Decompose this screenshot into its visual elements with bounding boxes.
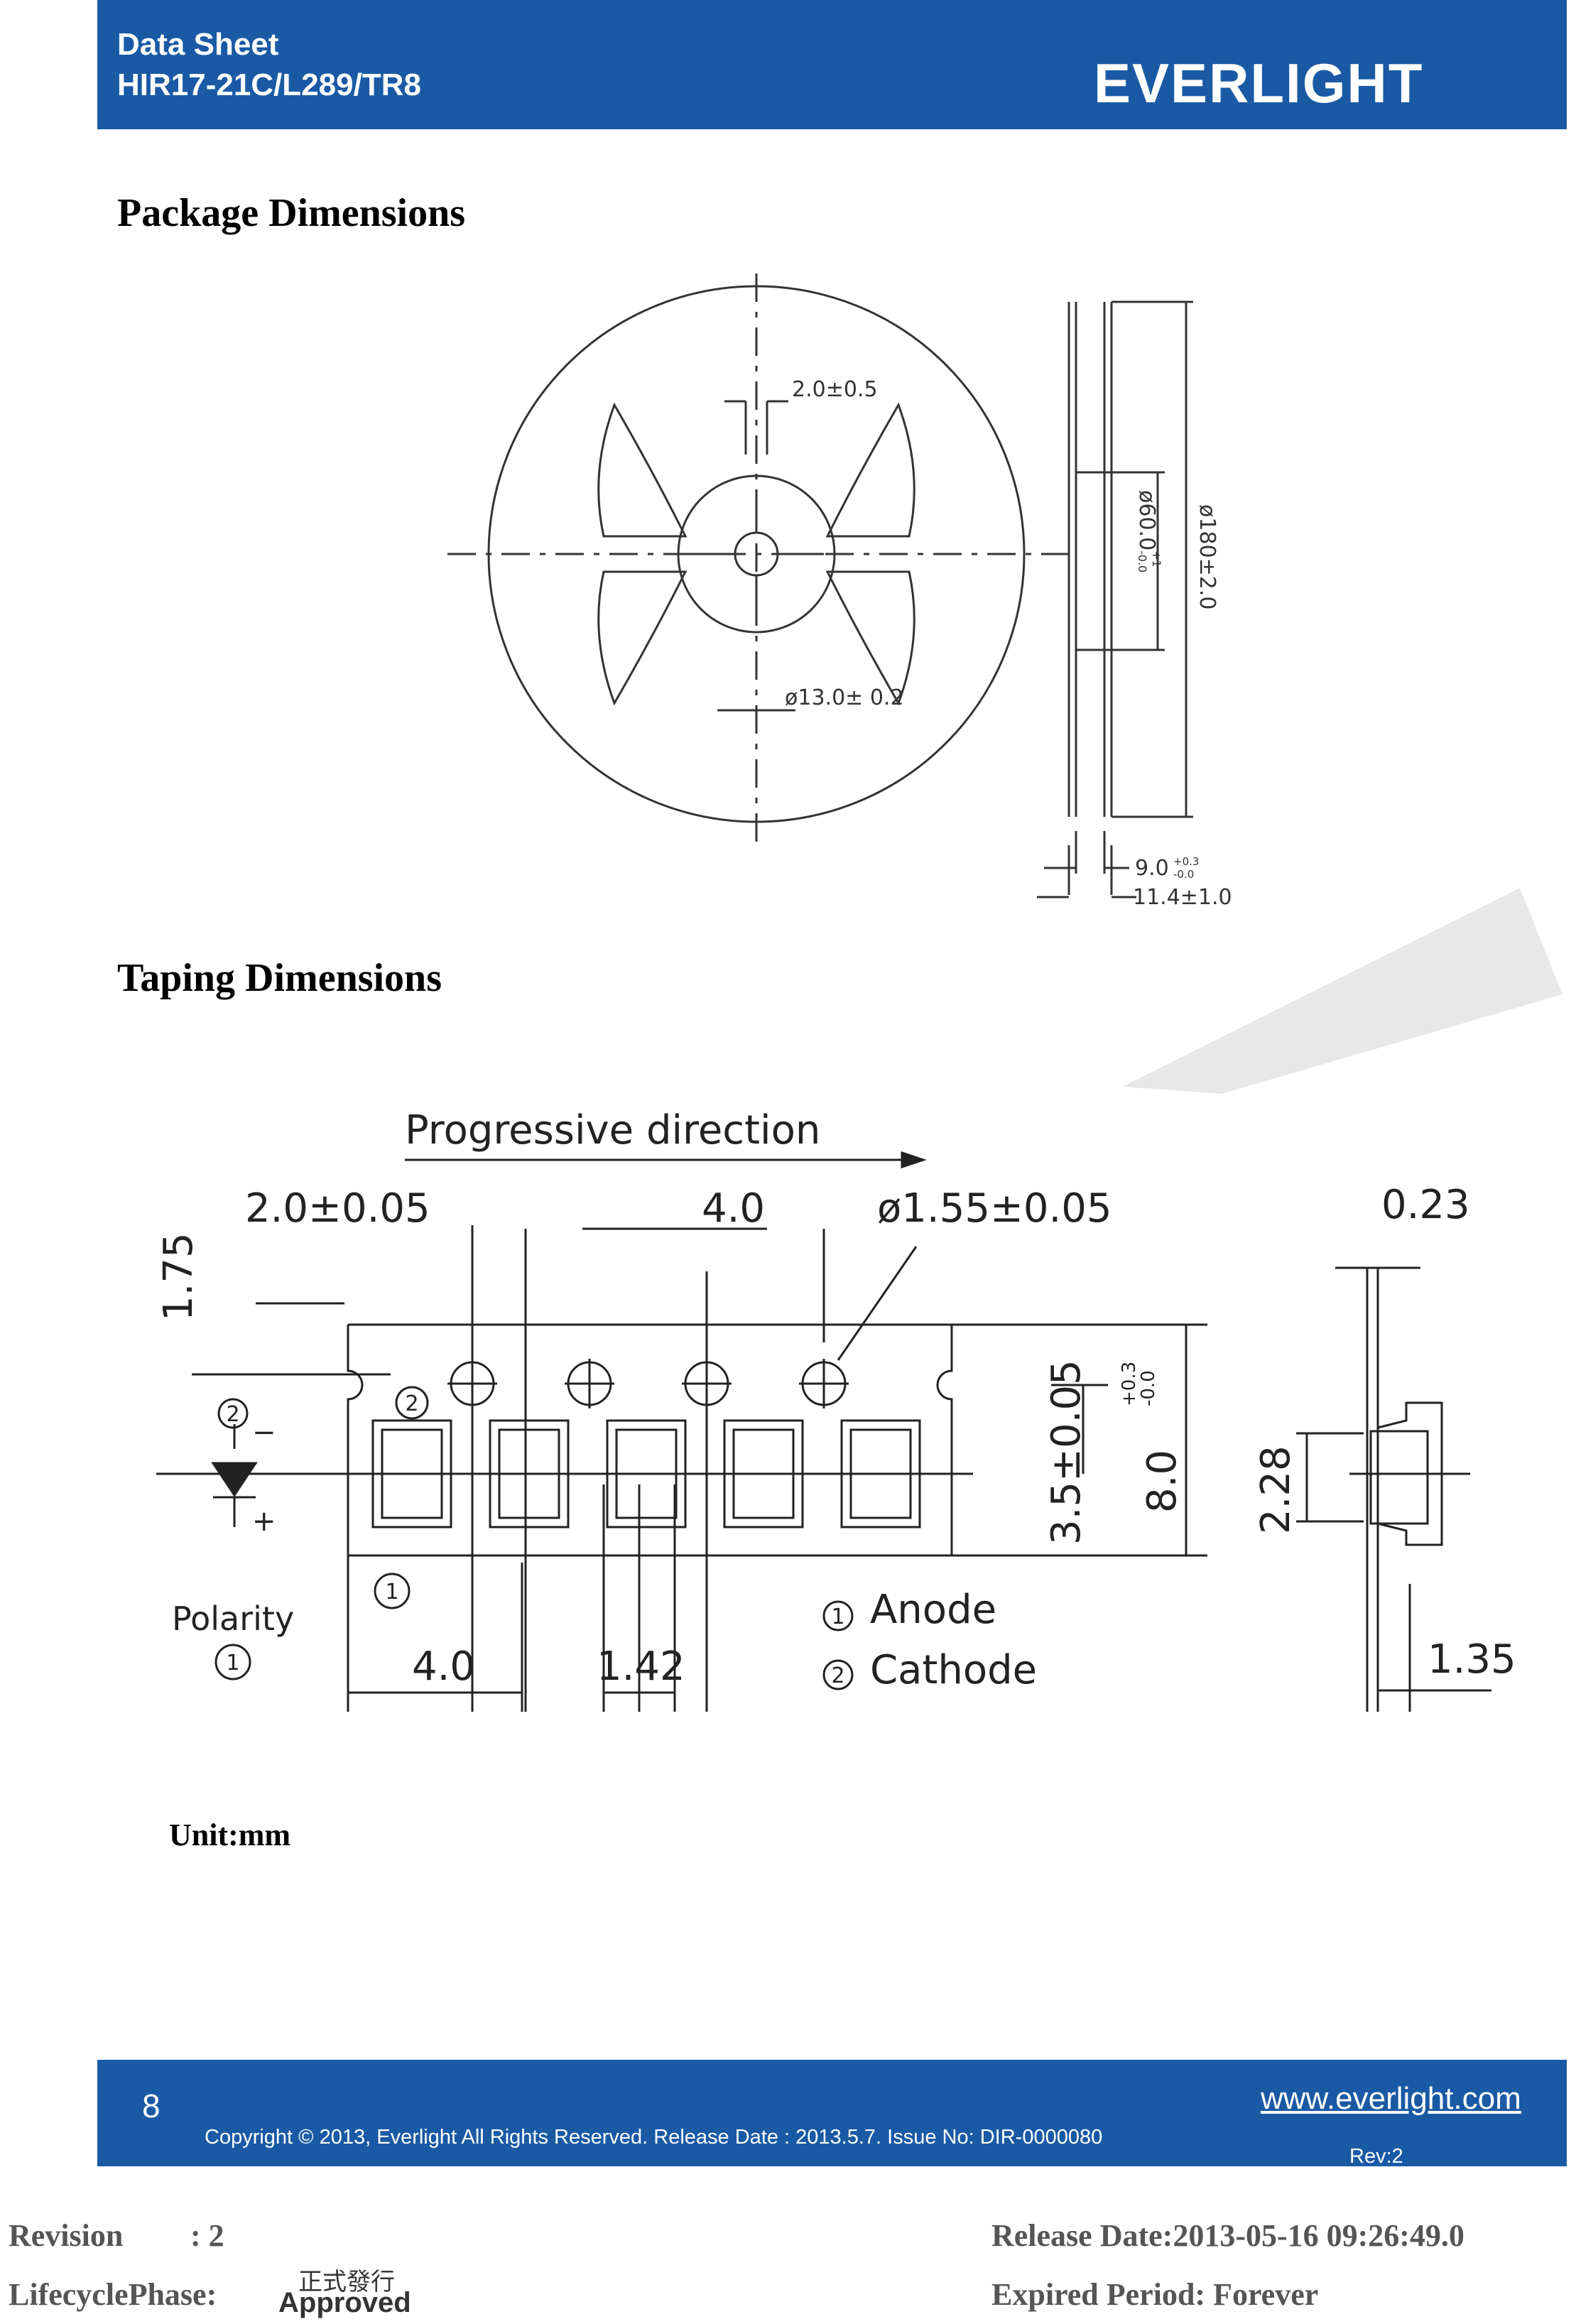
doc-type: Data Sheet (117, 27, 279, 62)
reel-window-top-left (597, 402, 688, 538)
copyright-text: Copyright © 2013, Everlight All Rights R… (205, 2126, 1103, 2149)
reel-width-outer: 11.4±1.0 (1133, 885, 1232, 910)
taping-dimensions-title: Taping Dimensions (117, 956, 442, 1000)
reel-hub-diameter: ø13.0± 0.2 (785, 685, 904, 710)
pocket-width: 1.42 (597, 1644, 685, 1690)
reel-window-bottom-left (597, 570, 688, 706)
marker-1-a: 1 (385, 1580, 398, 1604)
tape-thickness: 0.23 (1381, 1182, 1470, 1228)
lifecycle-label: LifecyclePhase: (9, 2277, 217, 2312)
expired-period: Expired Period: Forever (991, 2277, 1319, 2312)
plus-sign: + (252, 1505, 276, 1538)
page-number: 8 (142, 2087, 161, 2124)
reel-drawing: 2.0±0.5 ø13.0± 0.2 ø60.0 +1 -0.0 ø180±2.… (447, 273, 1232, 910)
part-number: HIR17-21C/L289/TR8 (117, 67, 421, 102)
pocket-offset: 3.5±0.05 (1043, 1359, 1089, 1545)
pocket-pitch: 4.0 (412, 1644, 475, 1690)
hole-diameter: ø1.55±0.05 (877, 1185, 1112, 1232)
footer-bar (97, 2060, 1567, 2166)
stamp-en: Approved (278, 2287, 411, 2318)
release-date: Release Date:2013-05-16 09:26:49.0 (991, 2218, 1464, 2253)
reel-inner-tol-minus: -0.0 (1136, 550, 1149, 572)
tape-width-tol-minus: -0.0 (1138, 1370, 1159, 1406)
legend-anode: Anode (870, 1587, 996, 1633)
reel-window-top-right (825, 402, 915, 538)
edge-offset: 1.75 (156, 1232, 202, 1321)
reel-inner-tol-plus: +1 (1150, 550, 1163, 568)
brand-logo: EVERLIGHT (1094, 52, 1424, 114)
reel-hub (677, 474, 836, 634)
unit-note: Unit:mm (169, 1818, 291, 1852)
hole-pitch: 4.0 (702, 1185, 765, 1232)
revision-label: Revision (9, 2218, 124, 2253)
package-dimensions-title: Package Dimensions (117, 191, 465, 235)
revision-value: : 2 (190, 2218, 224, 2253)
hole-pitch-offset: 2.0±0.05 (245, 1185, 430, 1232)
watermark (1122, 888, 1563, 1094)
direction-label: Progressive direction (405, 1107, 820, 1153)
legend-marker-1: 1 (831, 1604, 844, 1629)
marker-2-a: 2 (226, 1402, 239, 1427)
tape-drawing: Progressive direction 2.0±0.05 4.0 ø1.55… (156, 1107, 1516, 1712)
marker-2-b: 2 (405, 1391, 418, 1416)
polarity-label: Polarity (172, 1600, 294, 1638)
marker-1-b: 1 (226, 1651, 239, 1676)
tape-width-tol-plus: +0.3 (1119, 1362, 1140, 1406)
reel-width-tol-minus: -0.0 (1173, 868, 1194, 881)
tape-width: 8.0 (1139, 1450, 1185, 1513)
reel-outer-diameter: ø180±2.0 (1195, 504, 1219, 609)
footer-rev: Rev:2 (1349, 2145, 1403, 2168)
reel-width-tol-plus: +0.3 (1173, 855, 1199, 868)
reel-inner-diameter: ø60.0 (1134, 490, 1159, 550)
cover-depth: 1.35 (1428, 1636, 1516, 1683)
website-link[interactable]: www.everlight.com (1261, 2081, 1521, 2116)
header-bar (97, 0, 1567, 129)
legend-cathode: Cathode (870, 1647, 1037, 1693)
stamp-cn: 正式發行 (298, 2269, 395, 2296)
diode-symbol (211, 1424, 258, 1527)
reel-width-inner: 9.0 (1135, 856, 1169, 881)
reel-hub-width: 2.0±0.5 (792, 377, 878, 402)
pocket-depth: 2.28 (1253, 1445, 1299, 1534)
reel-window-bottom-right (825, 570, 915, 706)
legend-marker-2: 2 (831, 1663, 844, 1688)
minus-sign: − (252, 1416, 276, 1449)
